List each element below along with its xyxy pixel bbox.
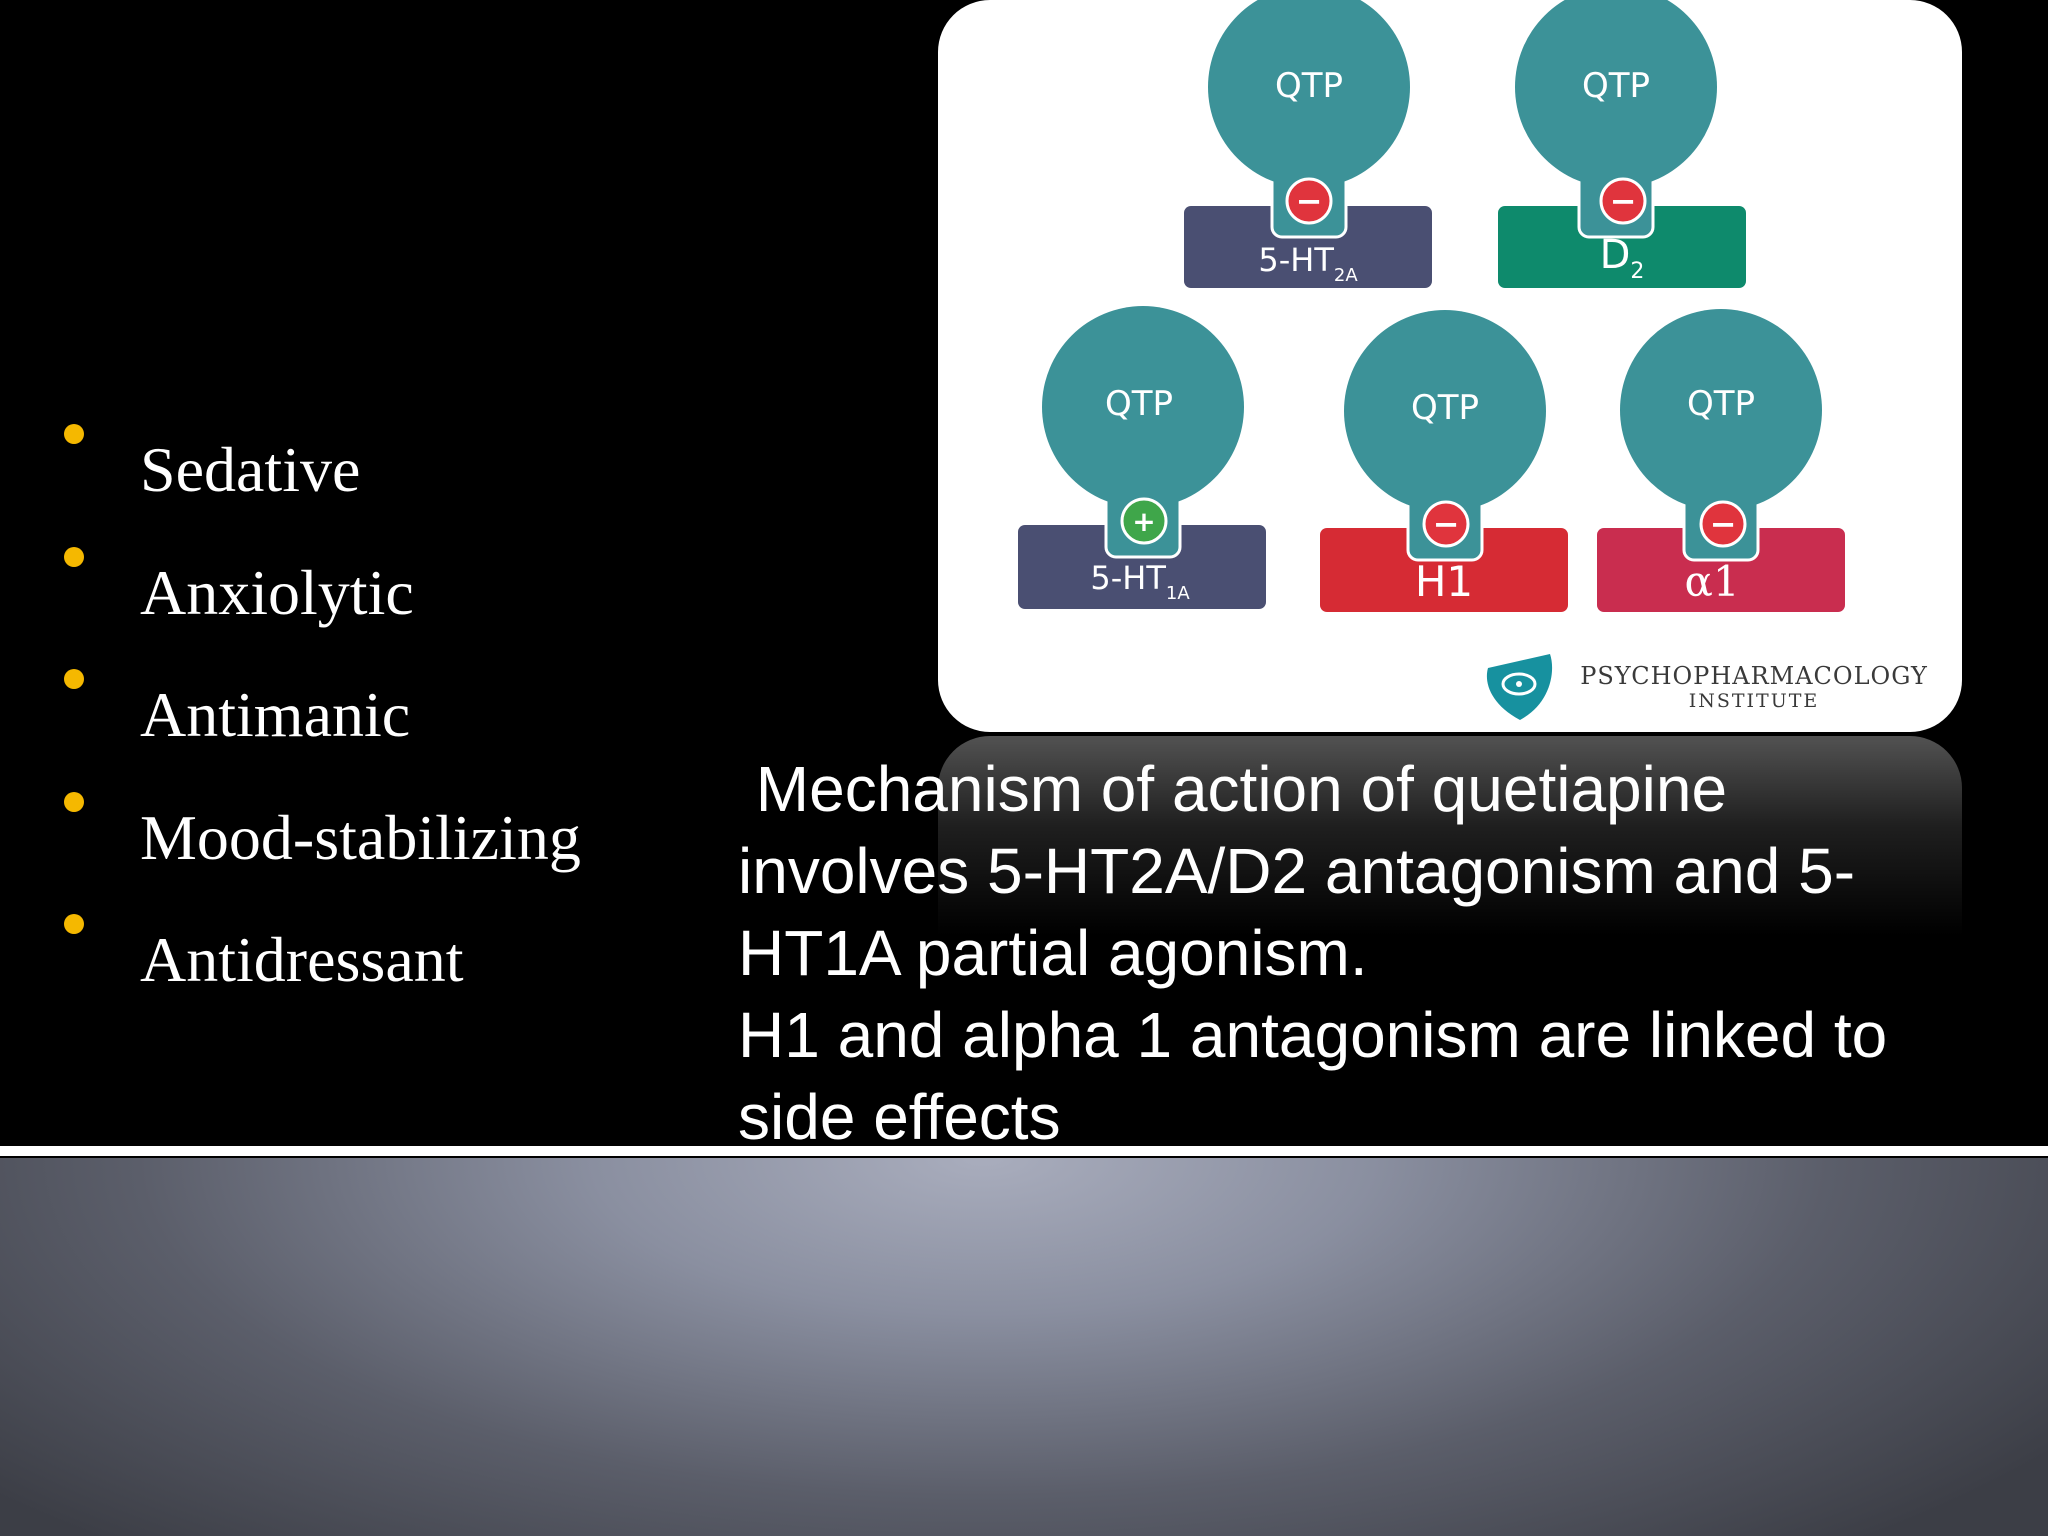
receptor-label: H1	[1415, 557, 1473, 606]
minus-icon	[1285, 177, 1333, 225]
mechanism-caption: Mechanism of action of quetiapine involv…	[738, 748, 2028, 1158]
receptor-label: 5-HT	[1258, 241, 1334, 279]
shield-logo-icon	[1486, 654, 1553, 720]
bullet-text: Mood-stabilizing	[140, 801, 581, 873]
receptor-unit-h1: QTP − H1	[1320, 310, 1568, 612]
bullet-text: Sedative	[140, 434, 361, 505]
svg-text:H1: H1	[1415, 557, 1473, 606]
receptor-label: 5-HT	[1090, 559, 1166, 597]
receptor-bar	[1597, 528, 1845, 612]
ligand-head	[1042, 306, 1244, 508]
ligand-label: QTP	[1687, 384, 1755, 424]
receptor-subscript: 2A	[1334, 265, 1358, 286]
receptor-diagram: QTP − 5-HT2A QTP − D2	[938, 0, 1962, 732]
divider-line	[0, 1146, 2048, 1156]
receptor-subscript: 2	[1630, 259, 1644, 284]
receptor-unit-d2: QTP − D2	[1498, 0, 1746, 288]
ligand-label: QTP	[1582, 66, 1650, 106]
bullet-text: Antidressant	[140, 924, 464, 995]
bullet-dot-icon	[64, 914, 84, 934]
bullet-text: Antimanic	[140, 679, 411, 750]
ligand-head	[1620, 309, 1822, 511]
caption-line: HT1A partial agonism.	[738, 917, 1368, 989]
ligand-head	[1515, 0, 1717, 188]
bottom-gradient-band	[0, 1158, 2048, 1536]
bullet-dot-icon	[64, 546, 84, 567]
svg-text:5-HT2A: 5-HT2A	[1258, 241, 1358, 286]
svg-text:D2: D2	[1600, 232, 1645, 284]
receptor-label: D	[1600, 232, 1631, 278]
figure-reflection	[938, 736, 1962, 936]
ligand-label: QTP	[1411, 388, 1479, 428]
action-sign: +	[1132, 505, 1155, 538]
receptor-unit-alpha1: QTP − α1	[1597, 309, 1845, 612]
bullet-dot-icon	[64, 791, 84, 812]
receptor-subscript: 1A	[1166, 583, 1190, 604]
receptor-diagram-svg: QTP − 5-HT2A QTP − D2	[1018, 0, 1928, 720]
action-sign: −	[1296, 182, 1323, 220]
receptor-unit-5ht1a: QTP + 5-HT1A	[1018, 306, 1266, 609]
receptor-bar	[1320, 528, 1568, 612]
bullet-text: Anxiolytic	[140, 556, 414, 628]
institute-logo: PSYCHOPHARMACOLOGY INSTITUTE	[1486, 654, 1928, 720]
plus-icon	[1120, 497, 1168, 545]
caption-line: side effects	[738, 1081, 1061, 1153]
minus-icon	[1422, 500, 1470, 548]
receptor-bar	[1184, 206, 1432, 288]
action-sign: −	[1433, 505, 1460, 543]
ligand-head	[1208, 0, 1410, 188]
ligand-label: QTP	[1275, 66, 1343, 106]
receptor-label: α1	[1684, 557, 1739, 606]
logo-line-1: PSYCHOPHARMACOLOGY	[1580, 662, 1928, 690]
ligand-label: QTP	[1105, 384, 1173, 424]
logo-line-2: INSTITUTE	[1689, 690, 1820, 712]
action-sign: −	[1710, 505, 1737, 543]
svg-text:α1: α1	[1684, 557, 1739, 606]
minus-icon	[1599, 177, 1647, 225]
minus-icon	[1699, 500, 1747, 548]
bullet-dot-icon	[64, 424, 84, 444]
ligand-head	[1344, 310, 1546, 512]
caption-line: involves 5-HT2A/D2 antagonism and 5-	[738, 835, 1855, 907]
caption-line: Mechanism of action of quetiapine	[738, 753, 1728, 825]
receptor-unit-5ht2a: QTP − 5-HT2A	[1184, 0, 1432, 288]
receptor-bar	[1018, 525, 1266, 609]
svg-text:5-HT1A: 5-HT1A	[1090, 559, 1190, 604]
action-sign: −	[1610, 182, 1637, 220]
bullet-dot-icon	[64, 669, 84, 689]
receptor-bar	[1498, 206, 1746, 288]
caption-line: H1 and alpha 1 antagonism are linked to	[738, 999, 1888, 1071]
